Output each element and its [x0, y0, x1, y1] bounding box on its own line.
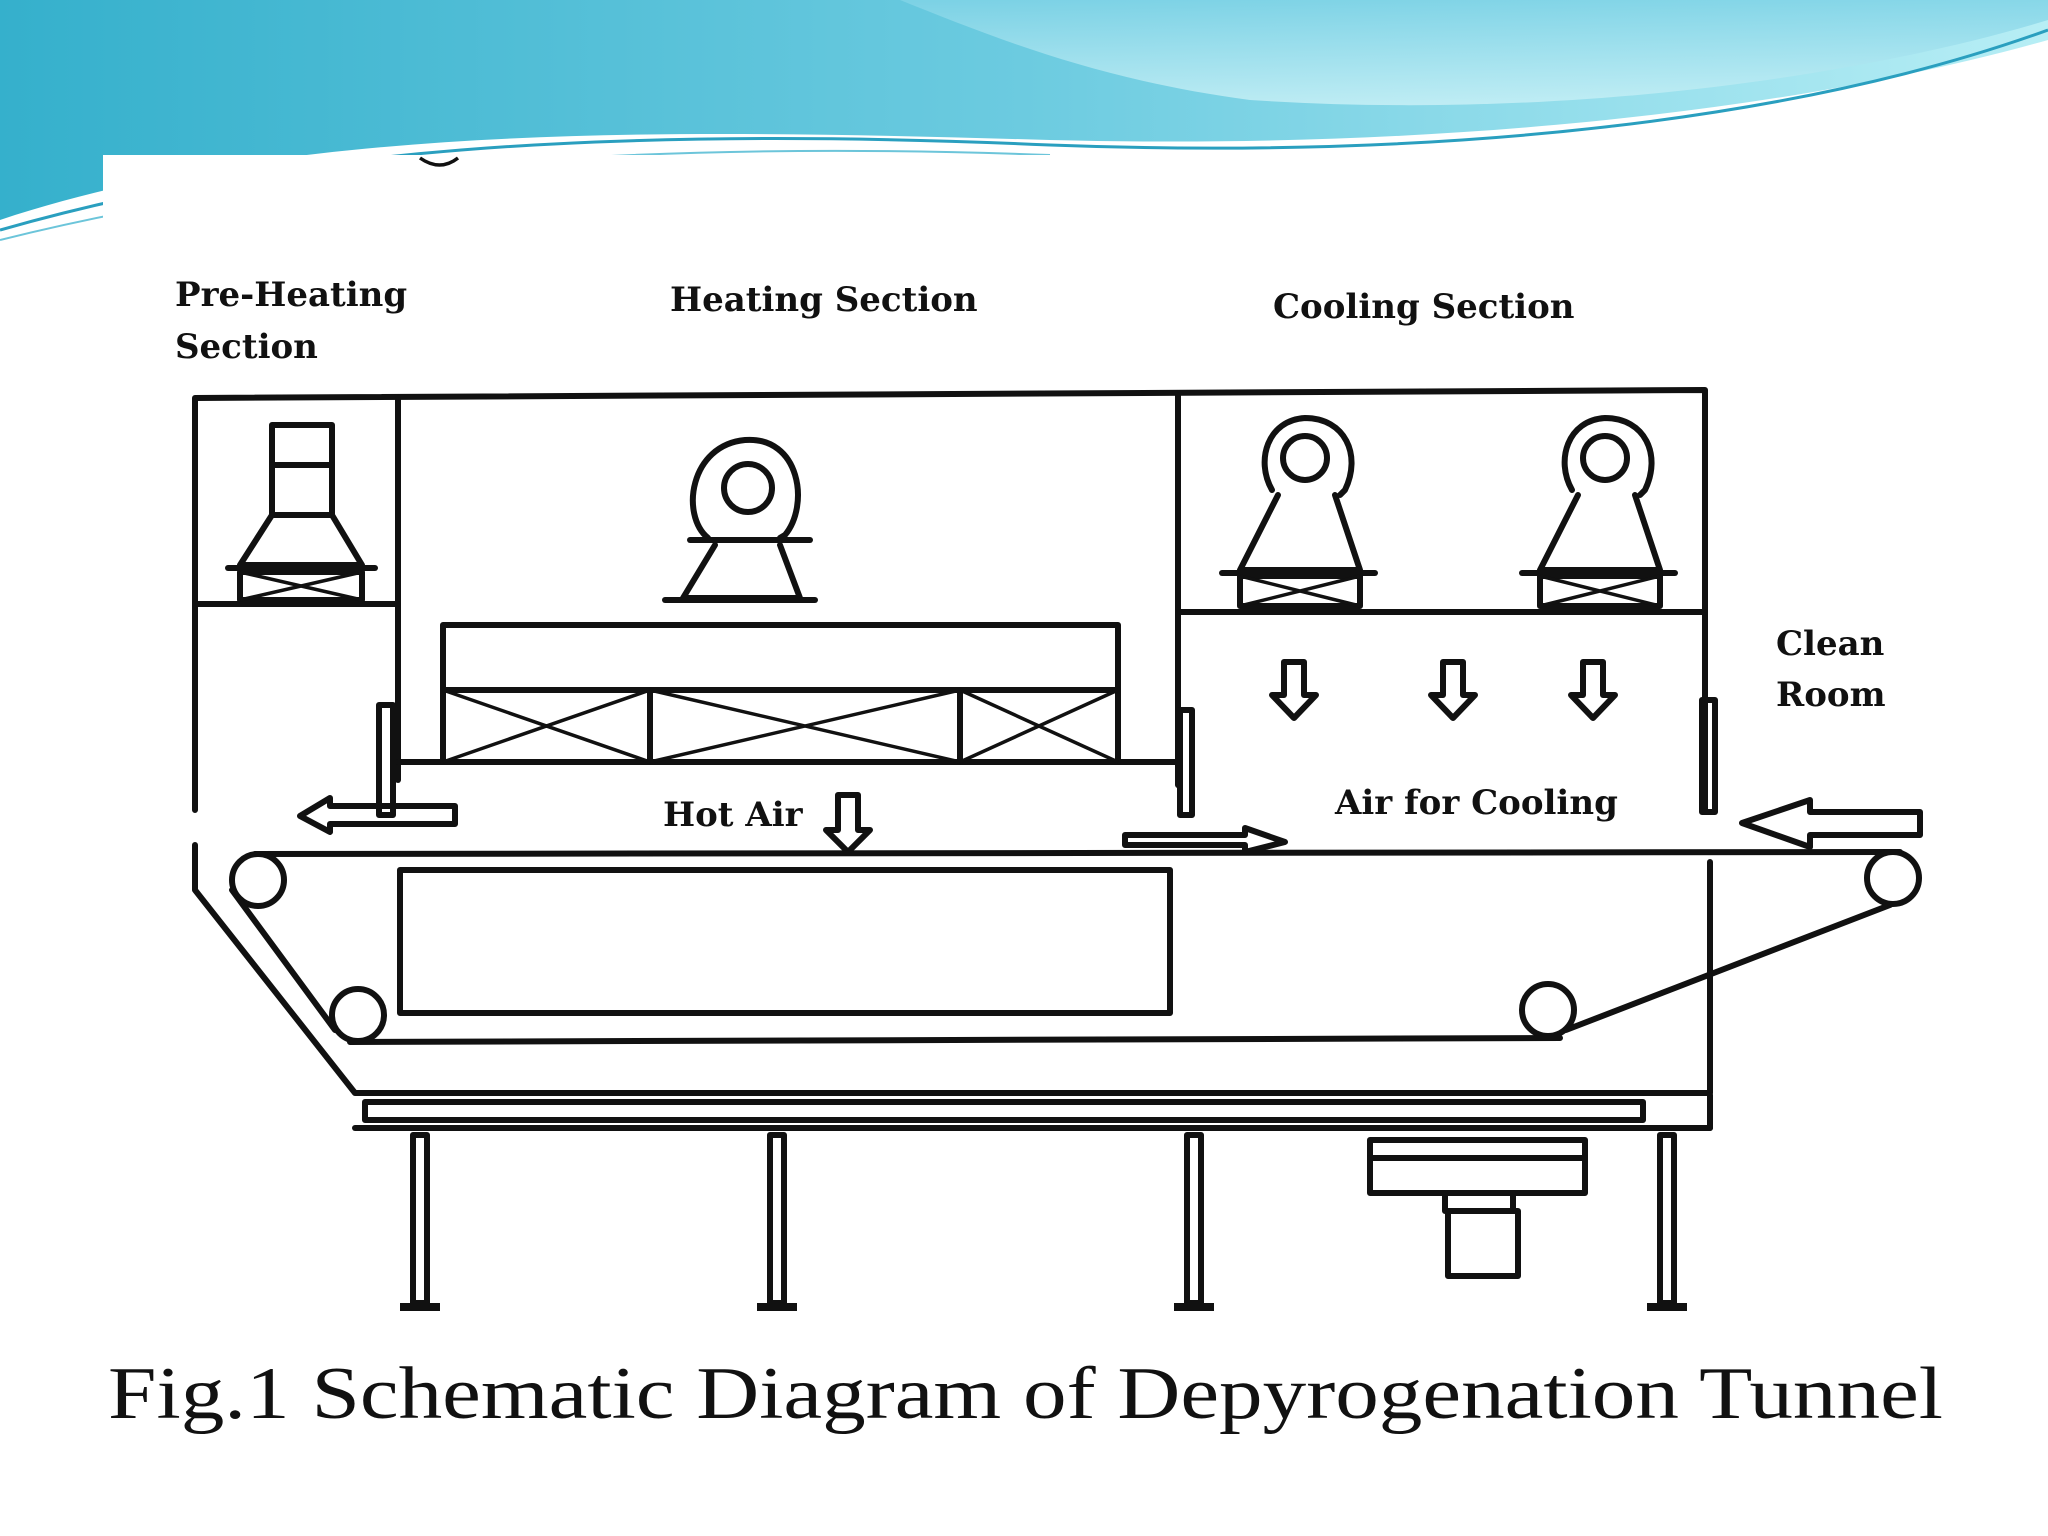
label-pre-heating-1: Pre-Heating: [175, 275, 407, 315]
tunnel-base-frame: [192, 842, 1713, 1131]
hepa-filter-icon: [225, 422, 378, 603]
airflow-arrow-icon: [297, 795, 458, 835]
cropped-glyph: [418, 156, 460, 167]
conveyor-roller-icon: [229, 851, 287, 909]
label-clean-1: Clean: [1776, 624, 1884, 664]
fan-blower-icon: [1519, 415, 1678, 609]
air-curtain-plates: [376, 697, 1718, 818]
fan-blower-icon: [1219, 415, 1378, 609]
airflow-arrow-icon: [1269, 659, 1618, 721]
conveyor-belt: [229, 849, 1922, 1045]
figure-panel: [103, 155, 1943, 1485]
airflow-arrow-icon: [1739, 797, 1923, 850]
airflow-arrow-icon: [1122, 825, 1288, 855]
label-clean-2: Room: [1776, 675, 1886, 715]
heating-chamber: [440, 622, 1121, 765]
header-wave: [0, 0, 2048, 241]
label-cooling-section: Cooling Section: [1273, 287, 1574, 327]
conveyor-roller-icon: [1864, 849, 1922, 907]
drive-motor: [1367, 1137, 1588, 1279]
label-heating-section: Heating Section: [670, 280, 978, 320]
support-legs: [400, 1132, 1687, 1311]
label-pre-heating-2: Section: [175, 327, 318, 367]
label-hot-air: Hot Air: [663, 795, 804, 835]
fan-blower-icon: [662, 436, 818, 603]
label-air-for-cooling: Air for Cooling: [1334, 783, 1618, 823]
figure-caption: Fig.1 Schematic Diagram of Depyrogenatio…: [108, 1353, 1943, 1435]
airflow-arrow-icon: [823, 792, 873, 855]
